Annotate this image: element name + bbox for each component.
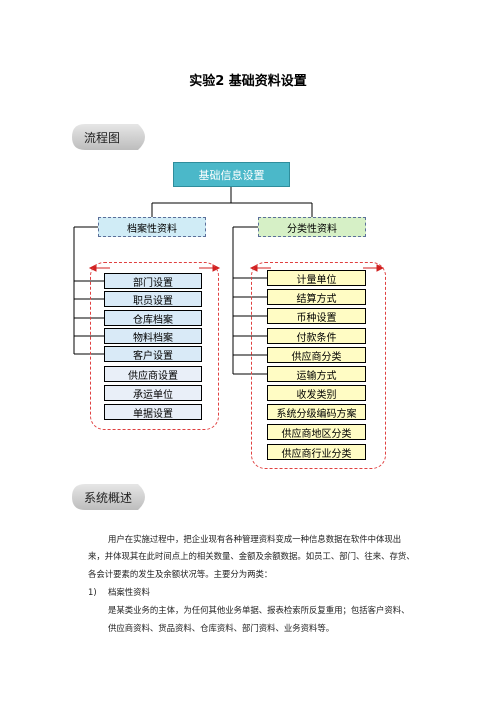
section-tab-overview: 系统概述 bbox=[72, 484, 150, 510]
flow-left-item: 仓库档案 bbox=[104, 310, 202, 326]
flow-left-item: 供应商设置 bbox=[104, 366, 202, 382]
section-tab-flowchart: 流程图 bbox=[72, 124, 150, 150]
flow-category-node: 分类性资料 bbox=[258, 217, 366, 237]
list-number: 1) bbox=[88, 587, 97, 597]
flow-right-item: 结算方式 bbox=[267, 289, 366, 305]
flow-archive-node: 档案性资料 bbox=[98, 217, 206, 237]
left-group-outline bbox=[90, 262, 219, 430]
list-item-title: 档案性资料 bbox=[108, 587, 150, 597]
body-text-line: 供应商资料、货品资料、仓库资料、部门资料、业务资料等。 bbox=[108, 623, 335, 633]
flow-left-item: 单据设置 bbox=[104, 404, 202, 420]
flow-right-item: 供应商行业分类 bbox=[267, 444, 366, 460]
flow-right-item: 付款条件 bbox=[267, 328, 366, 344]
tab-shape bbox=[72, 484, 145, 510]
body-text-line: 是某类业务的主体，为任何其他业务单据、报表检索所反复重用；包括客户资料、 bbox=[108, 605, 410, 615]
body-text-line: 用户在实施过程中，把企业现有各种管理资料变成一种信息数据在软件中体现出 bbox=[108, 534, 402, 544]
flow-right-item: 供应商地区分类 bbox=[267, 424, 366, 440]
flow-right-item: 运输方式 bbox=[267, 366, 366, 382]
flow-right-item: 币种设置 bbox=[267, 308, 366, 324]
section-title-flowchart: 流程图 bbox=[84, 131, 121, 145]
flow-left-item: 部门设置 bbox=[104, 273, 202, 289]
body-text-line: 各会计要素的发生及余额状况等。主要分为两类： bbox=[88, 569, 273, 579]
flow-left-item: 承运单位 bbox=[104, 385, 202, 401]
flow-left-item: 物料档案 bbox=[104, 328, 202, 344]
section-title-overview: 系统概述 bbox=[84, 491, 133, 505]
flow-right-item: 系统分级编码方案 bbox=[267, 404, 366, 420]
flow-root-node: 基础信息设置 bbox=[173, 162, 290, 187]
flow-right-item: 供应商分类 bbox=[267, 347, 366, 363]
flow-right-item: 收发类别 bbox=[267, 385, 366, 401]
flow-left-item: 职员设置 bbox=[104, 291, 202, 307]
page-title: 实验2 基础资料设置 bbox=[189, 74, 307, 89]
body-text-line: 来，并体现其在此时间点上的相关数量、金额及余额数据。如员工、部门、往来、存货、 bbox=[88, 551, 415, 561]
tab-shape bbox=[72, 124, 145, 150]
flow-left-item: 客户设置 bbox=[104, 346, 202, 362]
right-group-outline bbox=[251, 262, 386, 469]
flow-right-item: 计量单位 bbox=[267, 270, 366, 286]
